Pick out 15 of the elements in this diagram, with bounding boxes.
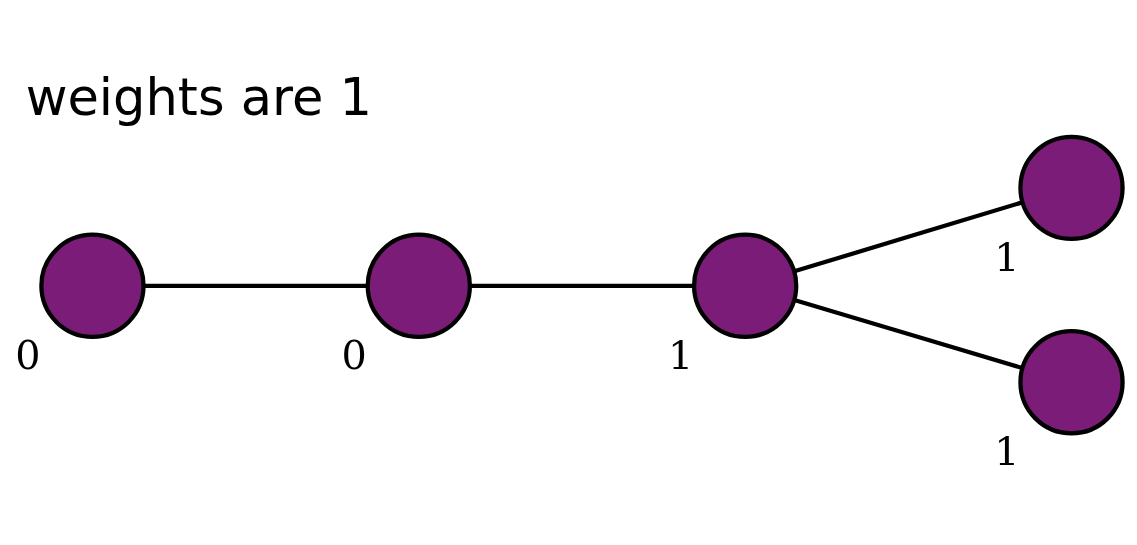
connector [143, 283, 368, 288]
node-circle [1018, 328, 1125, 435]
node-label: 1 [667, 331, 694, 378]
diagram-title: weights are 1 [25, 67, 373, 127]
node-circle [691, 232, 799, 339]
node-circle [365, 232, 472, 339]
connector [470, 283, 694, 288]
connector [793, 297, 1023, 370]
connector [793, 199, 1023, 273]
node-label: 0 [15, 331, 41, 378]
node-circle [39, 232, 146, 339]
node-label: 1 [994, 233, 1020, 280]
node-circle [1018, 134, 1125, 241]
node-label: 1 [994, 427, 1020, 474]
node-label: 0 [341, 331, 367, 378]
